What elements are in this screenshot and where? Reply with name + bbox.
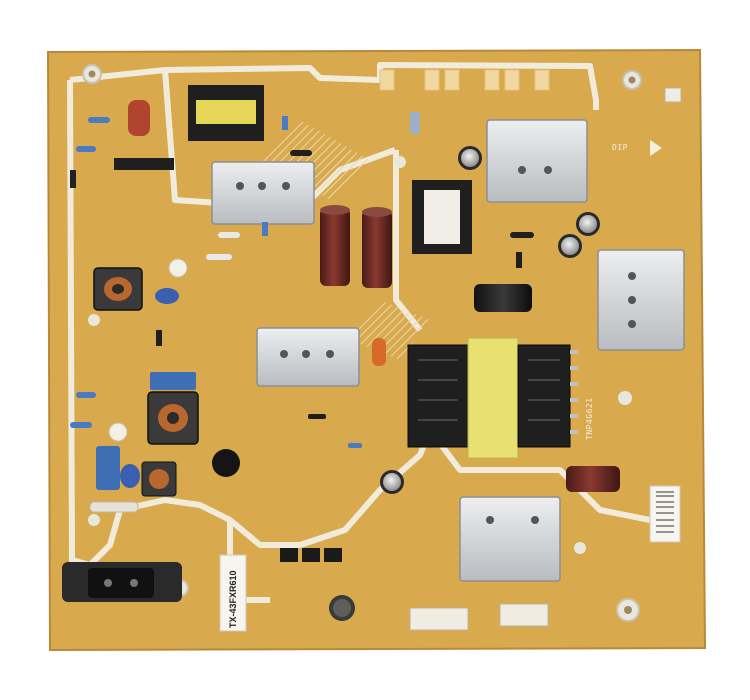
dip-silk-label: DIP — [612, 143, 628, 152]
model-sticker-text: TX-43FXR610 — [228, 570, 238, 628]
small-transformers — [188, 85, 472, 254]
arrow-right-icon — [650, 140, 662, 156]
small-components — [70, 112, 534, 513]
smd-ics — [280, 548, 342, 562]
film-capacitors — [96, 100, 386, 490]
output-connectors — [409, 87, 682, 631]
hatched-keepout-area — [260, 120, 370, 200]
main-transformer — [407, 337, 578, 459]
barcode-label — [649, 485, 681, 543]
common-mode-chokes — [93, 267, 199, 497]
heatsink-plates — [211, 119, 685, 582]
top-edge-pads — [379, 69, 550, 91]
board-part-number: TNP4G621 — [585, 397, 594, 440]
electrolytic-capacitors — [320, 146, 620, 621]
disc-capacitors — [108, 258, 240, 488]
model-sticker: TX-43FXR610 — [219, 554, 247, 632]
mounting-holes — [82, 64, 642, 622]
ac-inlet-connector — [62, 562, 182, 602]
